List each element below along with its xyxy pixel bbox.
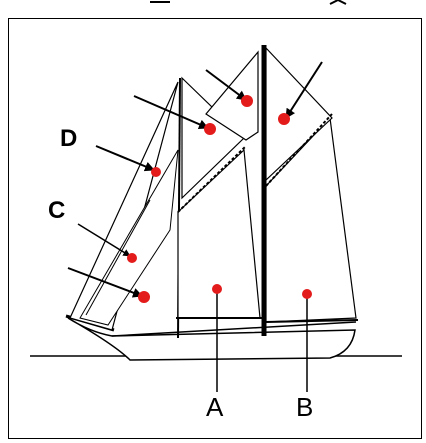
main-gaff [265,113,333,187]
fore-gaff [177,145,247,213]
label-A: A [206,392,224,422]
fore-staysail [205,50,259,141]
arrow-lower-jib [67,267,143,298]
arrow-C [77,223,131,257]
label-D: D [60,125,77,152]
marker-main-topsail [278,113,290,125]
marker-lower-jib [138,291,150,303]
cropped-top-text [150,0,347,5]
arrow-main-topsail [285,61,323,119]
main-boom [265,319,359,323]
main-topsail [265,46,333,182]
marker-D [151,167,161,177]
marker-B [302,289,312,299]
hull [67,317,356,361]
label-B: B [296,392,313,422]
arrow-fore-topsail [133,95,209,130]
arrow-staysail [205,69,247,101]
marker-A [212,284,222,294]
marker-fore-topsail [204,123,216,135]
deck-line [111,321,357,337]
arrow-D [95,145,155,172]
label-C: C [48,197,65,224]
marker-staysail [241,95,253,107]
jib-sail-line [85,199,151,316]
marker-C [127,253,137,263]
